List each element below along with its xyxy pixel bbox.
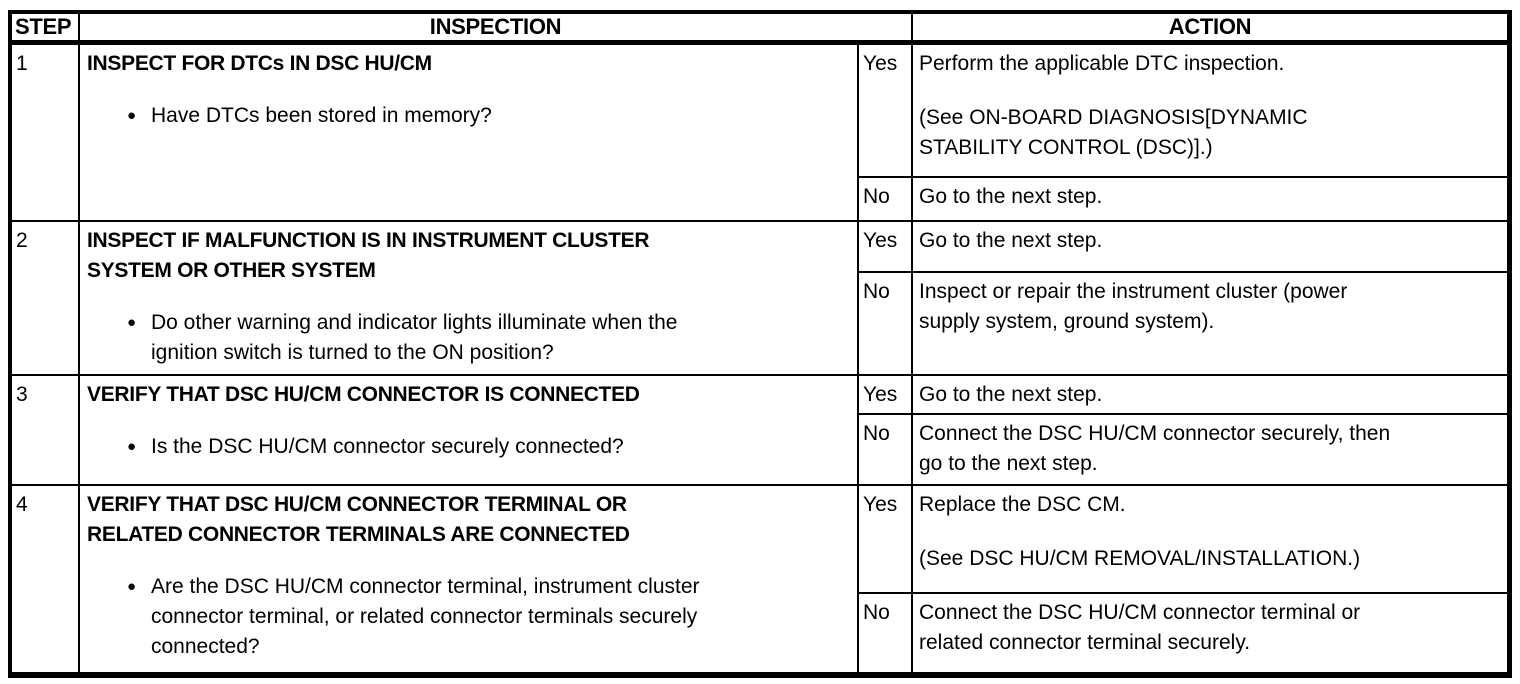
yes-row: Yes Perform the applicable DTC inspectio… (859, 45, 1507, 176)
action-block: Yes Perform the applicable DTC inspectio… (859, 45, 1507, 220)
inspection-bullet-item: ● Is the DSC HU/CM connector securely co… (87, 432, 847, 462)
no-action-cell: Inspect or repair the instrument cluster… (913, 273, 1507, 374)
yes-row: Yes Go to the next step. (859, 222, 1507, 271)
step-number: 2 (12, 222, 80, 374)
action-text: Inspect or repair the instrument cluster… (919, 280, 1348, 333)
yes-label: Yes (859, 45, 913, 176)
yes-action-cell: Go to the next step. (913, 376, 1507, 413)
no-label: No (859, 594, 913, 672)
action-text: Connect the DSC HU/CM connector terminal… (919, 601, 1361, 654)
no-action-cell: Go to the next step. (913, 178, 1507, 220)
inspection-bullet-item: ● Do other warning and indicator lights … (87, 308, 847, 368)
no-row: No Connect the DSC HU/CM connector secur… (859, 413, 1507, 484)
table-row-step-2: 2 INSPECT IF MALFUNCTION IS IN INSTRUMEN… (12, 220, 1507, 374)
no-action-cell: Connect the DSC HU/CM connector securely… (913, 415, 1507, 484)
no-row: No Go to the next step. (859, 176, 1507, 220)
header-inspection: INSPECTION (80, 14, 913, 40)
inspection-cell: VERIFY THAT DSC HU/CM CONNECTOR TERMINAL… (80, 486, 859, 672)
step-number: 3 (12, 376, 80, 484)
action-block: Yes Replace the DSC CM. (See DSC HU/CM R… (859, 486, 1507, 672)
yes-action-cell: Replace the DSC CM. (See DSC HU/CM REMOV… (913, 486, 1507, 592)
table-row-step-3: 3 VERIFY THAT DSC HU/CM CONNECTOR IS CON… (12, 374, 1507, 484)
yes-label: Yes (859, 486, 913, 592)
action-block: Yes Go to the next step. No Connect the … (859, 376, 1507, 484)
action-see-reference: (See DSC HU/CM REMOVAL/INSTALLATION.) (919, 547, 1361, 570)
inspection-bullet-item: ● Have DTCs been stored in memory? (87, 101, 847, 131)
action-text: Replace the DSC CM. (919, 493, 1126, 516)
inspection-title: INSPECT FOR DTCs IN DSC HU/CM (87, 52, 432, 75)
header-step: STEP (12, 14, 80, 40)
inspection-cell: INSPECT IF MALFUNCTION IS IN INSTRUMENT … (80, 222, 859, 374)
inspection-title: VERIFY THAT DSC HU/CM CONNECTOR IS CONNE… (87, 383, 640, 406)
inspection-cell: INSPECT FOR DTCs IN DSC HU/CM ● Have DTC… (80, 45, 859, 220)
bullet-icon: ● (127, 314, 137, 331)
no-label: No (859, 415, 913, 484)
inspection-question: Do other warning and indicator lights il… (151, 311, 678, 364)
yes-row: Yes Go to the next step. (859, 376, 1507, 413)
step-number: 4 (12, 486, 80, 672)
inspection-question: Have DTCs been stored in memory? (151, 104, 492, 127)
action-block: Yes Go to the next step. No Inspect or r… (859, 222, 1507, 374)
no-row: No Inspect or repair the instrument clus… (859, 271, 1507, 374)
inspection-question: Are the DSC HU/CM connector terminal, in… (151, 575, 700, 658)
yes-row: Yes Replace the DSC CM. (See DSC HU/CM R… (859, 486, 1507, 592)
bullet-icon: ● (127, 107, 137, 124)
inspection-title: INSPECT IF MALFUNCTION IS IN INSTRUMENT … (87, 229, 650, 282)
no-label: No (859, 273, 913, 374)
table-row-step-4: 4 VERIFY THAT DSC HU/CM CONNECTOR TERMIN… (12, 484, 1507, 672)
yes-label: Yes (859, 222, 913, 271)
yes-action-cell: Go to the next step. (913, 222, 1507, 271)
inspection-question: Is the DSC HU/CM connector securely conn… (151, 435, 624, 458)
action-text: Go to the next step. (919, 383, 1103, 406)
action-text: Perform the applicable DTC inspection. (919, 52, 1285, 75)
inspection-title: VERIFY THAT DSC HU/CM CONNECTOR TERMINAL… (87, 493, 630, 546)
table-header-row: STEP INSPECTION ACTION (12, 14, 1507, 45)
yes-label: Yes (859, 376, 913, 413)
bullet-icon: ● (127, 438, 137, 455)
action-text: Go to the next step. (919, 229, 1103, 252)
no-action-cell: Connect the DSC HU/CM connector terminal… (913, 594, 1507, 672)
yes-action-cell: Perform the applicable DTC inspection. (… (913, 45, 1507, 176)
action-text: Connect the DSC HU/CM connector securely… (919, 422, 1391, 475)
troubleshooting-table: STEP INSPECTION ACTION 1 INSPECT FOR DTC… (8, 10, 1512, 678)
inspection-bullet-item: ● Are the DSC HU/CM connector terminal, … (87, 572, 847, 662)
table-row-step-1: 1 INSPECT FOR DTCs IN DSC HU/CM ● Have D… (12, 45, 1507, 220)
step-number: 1 (12, 45, 80, 220)
bullet-icon: ● (127, 578, 137, 595)
inspection-cell: VERIFY THAT DSC HU/CM CONNECTOR IS CONNE… (80, 376, 859, 484)
no-label: No (859, 178, 913, 220)
no-row: No Connect the DSC HU/CM connector termi… (859, 592, 1507, 672)
header-action: ACTION (1168, 14, 1252, 39)
action-text: Go to the next step. (919, 185, 1103, 208)
